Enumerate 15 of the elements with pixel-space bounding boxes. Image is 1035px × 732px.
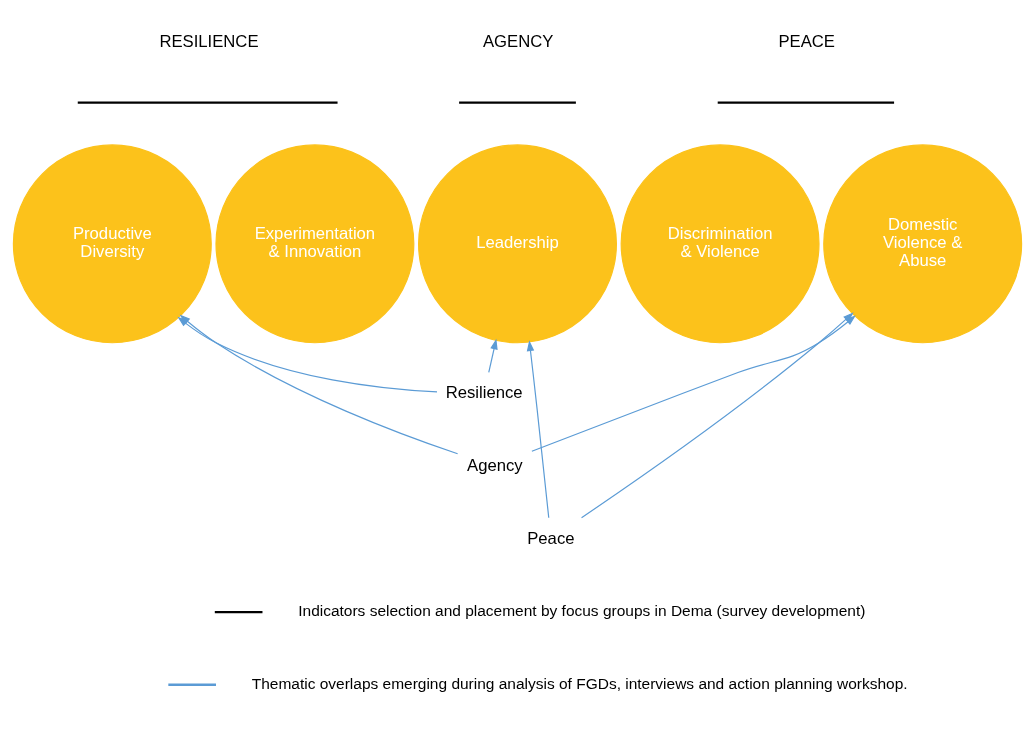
node-circle: Productive Diversity — [12, 144, 212, 344]
node-text: Peace — [527, 528, 575, 548]
legend-label: Thematic overlaps emerging during analysis of FGDs, interviews and action planning workshop. — [251, 674, 908, 692]
node-text: Resilience — [445, 383, 523, 403]
node-circle: Leadership — [418, 144, 617, 344]
node-circle: Domestic Violence & Abuse — [823, 144, 1023, 344]
label: AGENCY — [482, 31, 554, 51]
arrow — [526, 340, 550, 519]
label: PEACE — [778, 31, 836, 51]
label: RESILIENCE — [159, 31, 259, 51]
node-text: Agency — [467, 456, 523, 476]
legend-label: Indicators selection and placement by focus groups in Dema (survey development) — [298, 602, 866, 620]
node-circle: Experimentation & Innovation — [215, 144, 415, 344]
node-circle: Discrimination & Violence — [620, 144, 820, 344]
arrow — [488, 338, 498, 373]
